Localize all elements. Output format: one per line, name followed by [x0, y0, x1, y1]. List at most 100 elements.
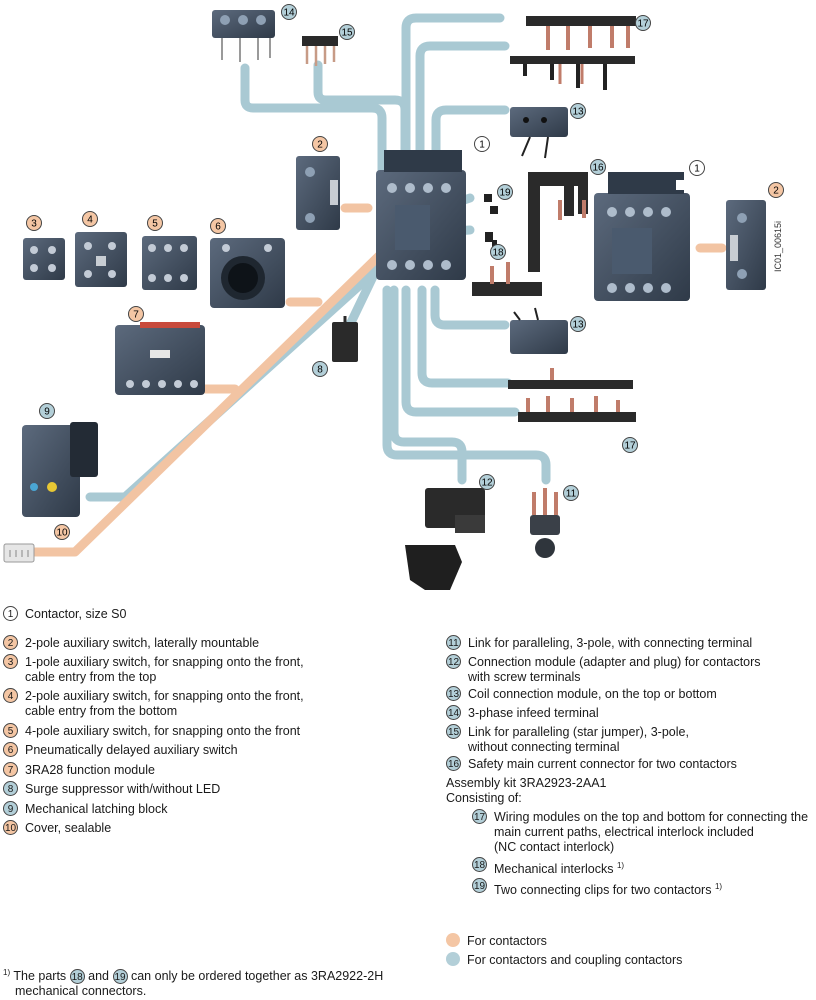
interlock-18 — [485, 232, 497, 248]
assembly-kit-title: Assembly kit 3RA2923-2AA1 — [446, 776, 607, 790]
coil-module-13-bottom — [510, 307, 568, 354]
callout-12: 12 — [479, 474, 495, 490]
blue-swatch — [446, 952, 460, 966]
assembly-consisting: Consisting of: — [446, 791, 522, 805]
star-jumper-15 — [302, 36, 338, 66]
aux-switch-5 — [142, 236, 197, 290]
callout-8: 8 — [312, 361, 328, 377]
key-blue: For contactors and coupling contactors — [446, 952, 682, 968]
wiring-module-17-top — [510, 16, 636, 90]
svg-text:12: 12 — [481, 478, 493, 489]
aux-switch-2-right — [726, 200, 766, 290]
svg-text:14: 14 — [283, 8, 295, 19]
svg-text:13: 13 — [572, 320, 584, 331]
orange-swatch — [446, 933, 460, 947]
svg-text:17: 17 — [624, 441, 636, 452]
svg-text:13: 13 — [572, 107, 584, 118]
callout-5: 5 — [147, 215, 163, 231]
footnote-line-1: 1) The parts 18 and 19 can only be order… — [3, 968, 384, 985]
svg-text:6: 6 — [215, 222, 221, 233]
svg-text:2: 2 — [773, 186, 779, 197]
callout-10: 10 — [54, 524, 70, 540]
callout-14: 14 — [281, 4, 297, 20]
callout-1-center: 1 — [474, 136, 490, 152]
svg-text:4: 4 — [87, 215, 93, 226]
callout-15: 15 — [339, 24, 355, 40]
surge-suppressor-8 — [332, 316, 358, 362]
svg-text:2: 2 — [317, 140, 323, 151]
callout-13-bottom: 13 — [570, 316, 586, 332]
link-paralleling-11 — [530, 488, 560, 558]
callout-17-bottom: 17 — [622, 437, 638, 453]
footnote-line-2: mechanical connectors. — [15, 984, 147, 999]
svg-text:7: 7 — [133, 310, 139, 321]
callout-1-right: 1 — [689, 160, 705, 176]
accessories-diagram: IC01_00615i 14 15 17 13 1 2 16 1 19 2 3 … — [3, 4, 784, 590]
aux-switch-2-left — [296, 156, 340, 230]
delayed-switch-6 — [210, 238, 285, 308]
footnote: 1) The parts 18 and 19 can only be order… — [3, 965, 383, 999]
svg-text:1: 1 — [479, 140, 485, 151]
callout-3: 3 — [26, 215, 42, 231]
svg-text:1: 1 — [694, 164, 700, 175]
coil-module-13-top — [510, 107, 568, 159]
contactor-1-main — [376, 150, 471, 280]
svg-text:5: 5 — [152, 219, 158, 230]
svg-text:11: 11 — [566, 489, 577, 500]
safety-connector-16 — [472, 172, 588, 296]
callout-19: 19 — [497, 184, 513, 200]
svg-text:17: 17 — [637, 19, 649, 30]
aux-switch-4 — [75, 232, 127, 287]
contactor-1-right — [594, 172, 690, 301]
callout-18: 18 — [490, 244, 506, 260]
svg-text:10: 10 — [56, 528, 68, 539]
key-orange: For contactors — [446, 933, 547, 949]
callout-9: 9 — [39, 403, 55, 419]
orange-connector-lines — [28, 203, 727, 557]
infeed-terminal-14 — [212, 10, 275, 62]
svg-text:15: 15 — [341, 28, 353, 39]
wiring-module-17-bottom — [508, 368, 636, 422]
aux-switch-3 — [23, 238, 65, 280]
callout-17-top: 17 — [635, 15, 651, 31]
callout-2-right: 2 — [768, 182, 784, 198]
svg-text:3: 3 — [31, 219, 37, 230]
latching-block-9 — [22, 422, 98, 517]
callouts: 14 15 17 13 1 2 16 1 19 2 3 4 5 6 18 7 1… — [26, 4, 784, 540]
callout-4: 4 — [82, 211, 98, 227]
svg-text:19: 19 — [499, 188, 511, 199]
callout-11: 11 — [563, 485, 579, 501]
image-code: IC01_00615i — [773, 221, 783, 272]
callout-2-left: 2 — [312, 136, 328, 152]
cover-10 — [3, 543, 35, 563]
clips-19 — [484, 194, 498, 214]
svg-text:8: 8 — [317, 365, 323, 376]
svg-text:16: 16 — [592, 163, 604, 174]
svg-text:9: 9 — [44, 407, 50, 418]
callout-6: 6 — [210, 218, 226, 234]
callout-7: 7 — [128, 306, 144, 322]
function-module-7 — [115, 322, 205, 395]
callout-13-top: 13 — [570, 103, 586, 119]
connection-module-12 — [405, 488, 485, 590]
callout-16: 16 — [590, 159, 606, 175]
